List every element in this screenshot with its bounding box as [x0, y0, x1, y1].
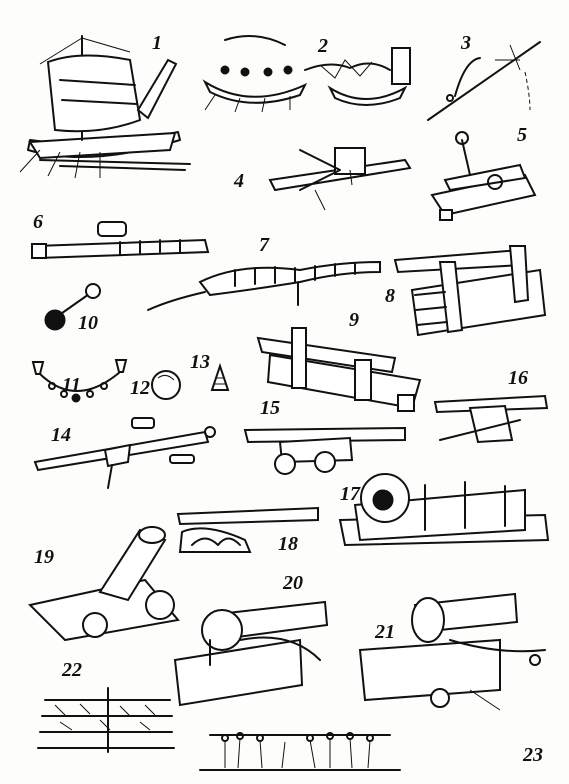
- grapnel-illustration: [427, 41, 541, 121]
- figure-number: 20: [283, 572, 303, 594]
- figure-number: 11: [62, 374, 81, 396]
- cannon-on-carriage-illustration: [256, 327, 422, 412]
- figure-number: 23: [523, 744, 543, 766]
- figure-number: 7: [259, 234, 269, 256]
- mounted-cannon-illustration: [433, 394, 549, 444]
- figure-number: 8: [385, 285, 395, 307]
- conical-shot-illustration: [210, 362, 230, 391]
- figure-number: 15: [260, 397, 280, 419]
- galley-ship-illustration: [19, 35, 191, 179]
- gun-deck-section-illustration: [37, 687, 175, 753]
- figure-number: 13: [190, 351, 210, 373]
- figure-number: 16: [508, 367, 528, 389]
- figure-number: 18: [278, 533, 298, 555]
- swivel-gun-illustration: [33, 417, 216, 489]
- catapult-illustration: [430, 131, 537, 221]
- figure-number: 17: [340, 483, 360, 505]
- bombard-illustration: [31, 221, 210, 260]
- chain-shot-illustration: [31, 359, 128, 403]
- figure-number: 10: [78, 312, 98, 334]
- fire-ship-illustration: [202, 35, 411, 113]
- figure-number: 9: [349, 309, 359, 331]
- serpentine-cannon-illustration: [147, 260, 381, 311]
- field-cannon-illustration: [243, 426, 406, 475]
- figure-number: 6: [33, 211, 43, 233]
- figure-number: 22: [62, 659, 82, 681]
- ornate-cannon-illustration: [176, 506, 319, 553]
- figure-number: 1: [152, 32, 162, 54]
- figure-number: 4: [234, 170, 244, 192]
- naval-cannon-illustration: [173, 600, 329, 707]
- figure-number: 2: [318, 35, 328, 57]
- round-shot-illustration: [151, 370, 181, 400]
- figure-number: 19: [34, 546, 54, 568]
- figure-number: 12: [130, 377, 150, 399]
- cannon-with-tackle-illustration: [358, 592, 546, 711]
- great-cannon-illustration: [338, 473, 550, 547]
- gun-crew-scene-illustration: [199, 732, 401, 771]
- figure-number: 21: [375, 621, 395, 643]
- figure-number: 14: [51, 424, 71, 446]
- figure-number: 5: [517, 124, 527, 146]
- ballista-illustration: [268, 147, 412, 211]
- figure-number: 3: [461, 32, 471, 54]
- bar-shot-illustration: [44, 283, 101, 331]
- cannon-on-crate-illustration: [393, 245, 547, 337]
- mortar-illustration: [27, 526, 180, 642]
